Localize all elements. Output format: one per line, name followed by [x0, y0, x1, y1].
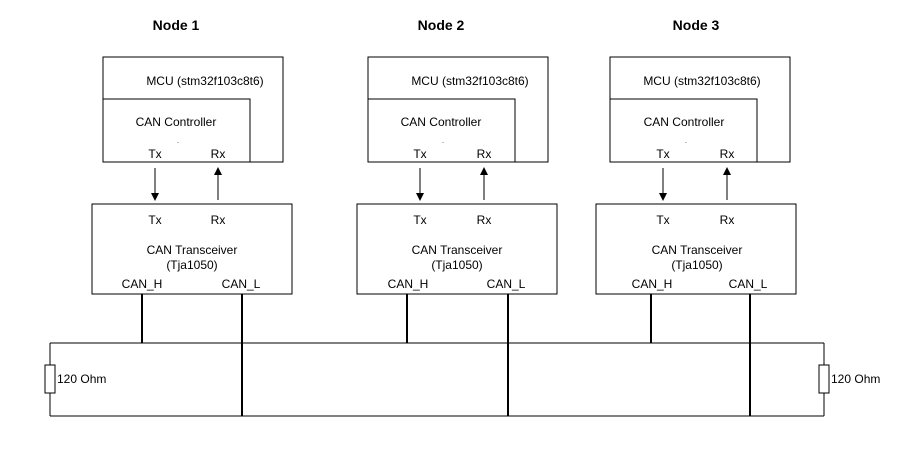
transceiver-rx-label: Rx — [477, 213, 492, 227]
resistor-icon — [818, 364, 830, 394]
can-controller-label: CAN Controller — [644, 115, 725, 129]
can-controller-label: CAN Controller — [136, 115, 217, 129]
controller-rx-label: Rx — [477, 147, 492, 161]
node-1: Node 1 MCU (stm32f103c8t6) CAN Controlle… — [91, 17, 293, 416]
node-3: Node 3 MCU (stm32f103c8t6) CAN Controlle… — [595, 17, 797, 416]
mcu-box — [609, 56, 791, 163]
controller-tx-label: Tx — [148, 147, 161, 161]
terminator-right-label: 120 Ohm — [831, 372, 880, 386]
can-h-label: CAN_H — [632, 277, 673, 291]
mcu-label: MCU (stm32f103c8t6) — [146, 74, 263, 88]
mcu-label: MCU (stm32f103c8t6) — [643, 74, 760, 88]
can-l-label: CAN_L — [487, 277, 526, 291]
transceiver-label: CAN Transceiver — [147, 243, 238, 257]
controller-rx-label: Rx — [720, 147, 735, 161]
can-l-label: CAN_L — [729, 277, 768, 291]
can-controller-box — [102, 98, 251, 163]
can-l-label: CAN_L — [222, 277, 261, 291]
can-h-label: CAN_H — [388, 277, 429, 291]
can-controller-label: CAN Controller — [401, 115, 482, 129]
can-transceiver-box — [595, 203, 797, 295]
controller-tx-label: Tx — [413, 147, 426, 161]
can-controller-box — [609, 98, 758, 163]
terminator-left: 120 Ohm — [44, 343, 106, 416]
can-controller-dot: . — [685, 138, 687, 145]
node-2: Node 2 MCU (stm32f103c8t6) CAN Controlle… — [356, 17, 558, 416]
node-title: Node 2 — [418, 17, 465, 33]
node-title: Node 1 — [153, 17, 200, 33]
transceiver-tx-label: Tx — [148, 213, 161, 227]
can-controller-box — [367, 98, 516, 163]
mcu-label: MCU (stm32f103c8t6) — [411, 74, 528, 88]
can-bus: 120 Ohm 120 Ohm — [44, 342, 880, 417]
transceiver-part-label: (Tja1050) — [166, 258, 217, 272]
transceiver-part-label: (Tja1050) — [431, 258, 482, 272]
can-controller-dot: . — [177, 138, 179, 145]
can-h-label: CAN_H — [122, 277, 163, 291]
transceiver-part-label: (Tja1050) — [671, 258, 722, 272]
controller-tx-label: Tx — [656, 147, 669, 161]
transceiver-tx-label: Tx — [656, 213, 669, 227]
mcu-box — [367, 56, 549, 163]
can-transceiver-box — [356, 203, 558, 295]
controller-rx-label: Rx — [211, 147, 226, 161]
node-title: Node 3 — [673, 17, 720, 33]
terminator-left-label: 120 Ohm — [57, 372, 106, 386]
transceiver-label: CAN Transceiver — [652, 243, 743, 257]
transceiver-rx-label: Rx — [211, 213, 226, 227]
mcu-box — [102, 56, 284, 163]
transceiver-rx-label: Rx — [720, 213, 735, 227]
resistor-icon — [44, 364, 56, 394]
transceiver-tx-label: Tx — [413, 213, 426, 227]
can-transceiver-box — [91, 203, 293, 295]
terminator-right: 120 Ohm — [818, 343, 880, 416]
can-controller-dot: . — [442, 138, 444, 145]
transceiver-label: CAN Transceiver — [412, 243, 503, 257]
